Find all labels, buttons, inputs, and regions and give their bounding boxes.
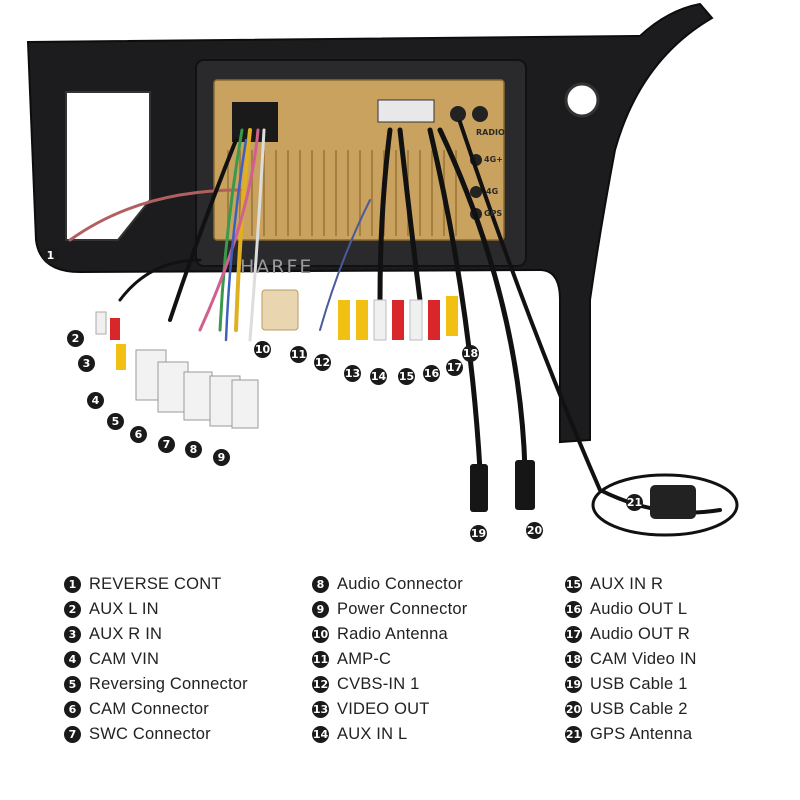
wire-usb-1 xyxy=(427,127,483,473)
wire-bundle-pink xyxy=(198,128,260,332)
data-connector-socket xyxy=(377,99,435,123)
product-photo xyxy=(26,2,739,537)
wire-bundle-green xyxy=(218,128,244,332)
bezel-hole-right xyxy=(564,82,600,118)
callout-7: 7 xyxy=(158,436,175,453)
wire-amp xyxy=(319,199,371,331)
gps-port-label: GPS xyxy=(484,209,503,218)
4g-port xyxy=(470,186,482,198)
4g-plus-port-label: 4G+ xyxy=(484,155,503,164)
wire-bundle-white xyxy=(248,128,266,342)
callout-6: 6 xyxy=(130,426,147,443)
4g-port-label: 4G xyxy=(486,187,499,196)
callout-5: 5 xyxy=(107,413,124,430)
gps-antenna-block xyxy=(650,485,696,519)
wire-aux-left xyxy=(118,258,202,302)
callout-1: 1 xyxy=(42,247,59,264)
callout-19: 19 xyxy=(470,525,487,542)
wire-bundle-blue xyxy=(224,138,248,342)
callout-4: 4 xyxy=(87,392,104,409)
usb-plug-1 xyxy=(470,464,488,512)
callout-9: 9 xyxy=(213,449,230,466)
callout-17: 17 xyxy=(446,359,463,376)
brand-watermark: HARFE xyxy=(240,256,314,278)
gps-cable-coil xyxy=(591,473,739,537)
wire-usb-2 xyxy=(437,127,528,473)
wire-rca-group-2 xyxy=(397,127,423,303)
callout-12: 12 xyxy=(314,354,331,371)
callout-3: 3 xyxy=(78,355,95,372)
callout-2: 2 xyxy=(67,330,84,347)
callout-8: 8 xyxy=(185,441,202,458)
radio-port-label: RADIO xyxy=(476,128,505,137)
wire-rca-group xyxy=(377,127,393,303)
callout-16: 16 xyxy=(423,365,440,382)
callout-13: 13 xyxy=(344,365,361,382)
radio-antenna-connector xyxy=(261,289,299,331)
callout-10: 10 xyxy=(254,341,271,358)
callout-14: 14 xyxy=(370,368,387,385)
radio-port-2 xyxy=(472,106,488,122)
main-connector-socket xyxy=(232,102,278,142)
callout-15: 15 xyxy=(398,368,415,385)
callout-20: 20 xyxy=(526,522,543,539)
harness-connectors xyxy=(135,349,259,429)
wire-bundle-yellow xyxy=(234,128,252,332)
callout-11: 11 xyxy=(290,346,307,363)
radio-port xyxy=(450,106,466,122)
usb-plug-2 xyxy=(515,460,535,510)
callout-18: 18 xyxy=(462,345,479,362)
rca-plugs xyxy=(95,296,458,370)
wire-bundle-black xyxy=(168,138,238,322)
bezel-vent-left xyxy=(65,91,151,241)
callout-21: 21 xyxy=(626,494,643,511)
